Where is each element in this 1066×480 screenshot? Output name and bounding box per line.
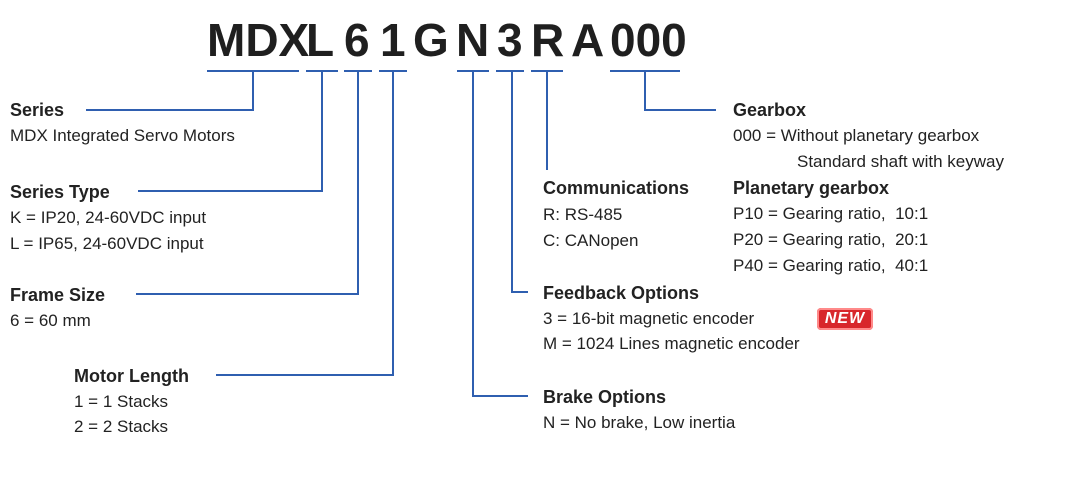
code-brake: N	[456, 14, 490, 66]
code-series-type: L	[306, 14, 335, 66]
leader-feedback	[511, 71, 528, 293]
code-communications: R	[531, 14, 565, 66]
gearbox-title: Gearbox	[733, 100, 807, 120]
code-series: MDX	[207, 14, 310, 66]
leader-brake	[472, 71, 528, 397]
gearbox-p20: P20 = Gearing ratio, 20:1	[733, 230, 929, 249]
leader-series	[86, 71, 254, 111]
brake-n: N = No brake, Low inertia	[543, 413, 736, 432]
frame-size-6: 6 = 60 mm	[10, 311, 91, 330]
gearbox-000-shaft: Standard shaft with keyway	[797, 152, 1004, 171]
gearbox-000: 000 = Without planetary gearbox	[733, 126, 980, 145]
motor-length-2: 2 = 2 Stacks	[74, 417, 169, 436]
code-gearbox: 000	[610, 14, 687, 66]
gearbox-p40: P40 = Gearing ratio, 40:1	[733, 256, 929, 275]
series-title: Series	[10, 100, 65, 120]
series-type-title: Series Type	[10, 182, 110, 202]
leader-gearbox	[644, 71, 716, 111]
leader-motor-length	[216, 71, 394, 376]
gearbox-p10: P10 = Gearing ratio, 10:1	[733, 204, 929, 223]
communications-title: Communications	[543, 178, 690, 198]
feedback-m: M = 1024 Lines magnetic encoder	[543, 334, 800, 353]
feedback-title: Feedback Options	[543, 283, 700, 303]
code-motor-length: 1	[380, 14, 406, 66]
leader-frame-size	[136, 71, 359, 295]
motor-length-title: Motor Length	[74, 366, 189, 386]
leader-series-type	[138, 71, 323, 192]
planetary-gearbox-title: Planetary gearbox	[733, 178, 890, 198]
feedback-3: 3 = 16-bit magnetic encoder	[543, 309, 755, 328]
code-letter-g: G	[413, 14, 449, 66]
communications-c: C: CANopen	[543, 231, 639, 250]
communications-r: R: RS-485	[543, 205, 623, 224]
motor-length-1: 1 = 1 Stacks	[74, 392, 169, 411]
underline-feedback	[496, 70, 524, 72]
code-letter-a: A	[571, 14, 605, 66]
series-desc: MDX Integrated Servo Motors	[10, 126, 235, 145]
series-type-k: K = IP20, 24-60VDC input	[10, 208, 207, 227]
code-frame-size: 6	[344, 14, 370, 66]
code-feedback: 3	[497, 14, 523, 66]
series-type-l: L = IP65, 24-60VDC input	[10, 234, 204, 253]
frame-size-title: Frame Size	[10, 285, 106, 305]
brake-title: Brake Options	[543, 387, 667, 407]
new-badge: NEW	[817, 308, 873, 330]
